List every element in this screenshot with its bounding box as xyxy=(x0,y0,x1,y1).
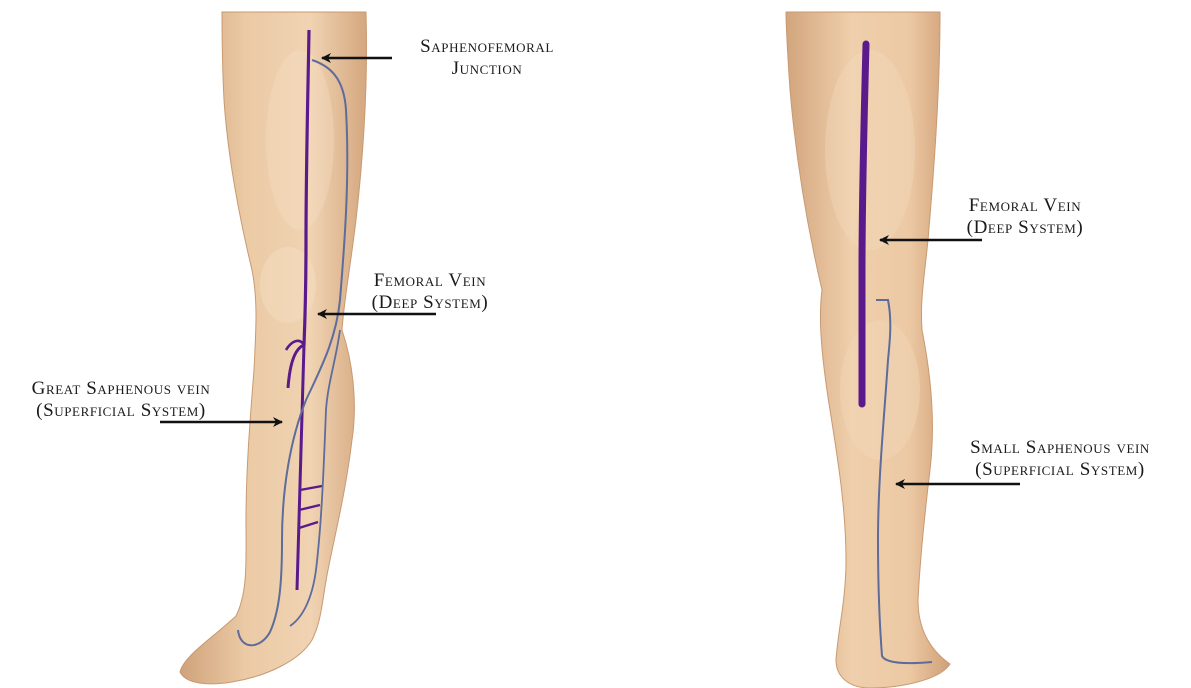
label-line-2: Junction xyxy=(392,58,582,80)
back-leg xyxy=(786,12,950,688)
thigh-highlight xyxy=(266,50,334,230)
knee-highlight xyxy=(260,247,316,323)
label-line-2: (Superficial System) xyxy=(940,459,1180,481)
label-line-1: Small Saphenous vein xyxy=(940,437,1180,459)
label-saphenofemoral-junction: Saphenofemoral Junction xyxy=(392,36,582,80)
calf-highlight xyxy=(840,320,920,460)
label-femoral-vein-back: Femoral Vein (Deep System) xyxy=(945,195,1105,239)
label-line-2: (Deep System) xyxy=(945,217,1105,239)
label-line-1: Femoral Vein xyxy=(945,195,1105,217)
label-great-saphenous-vein: Great Saphenous vein (Superficial System… xyxy=(0,378,242,422)
label-line-1: Saphenofemoral xyxy=(392,36,582,58)
label-line-2: (Deep System) xyxy=(350,292,510,314)
femoral-vein-back xyxy=(862,44,866,404)
label-line-1: Great Saphenous vein xyxy=(0,378,242,400)
label-small-saphenous-vein: Small Saphenous vein (Superficial System… xyxy=(940,437,1180,481)
label-line-1: Femoral Vein xyxy=(350,270,510,292)
label-line-2: (Superficial System) xyxy=(0,400,242,422)
back-thigh-highlight xyxy=(825,50,915,250)
label-femoral-vein-front: Femoral Vein (Deep System) xyxy=(350,270,510,314)
front-leg xyxy=(180,12,367,684)
